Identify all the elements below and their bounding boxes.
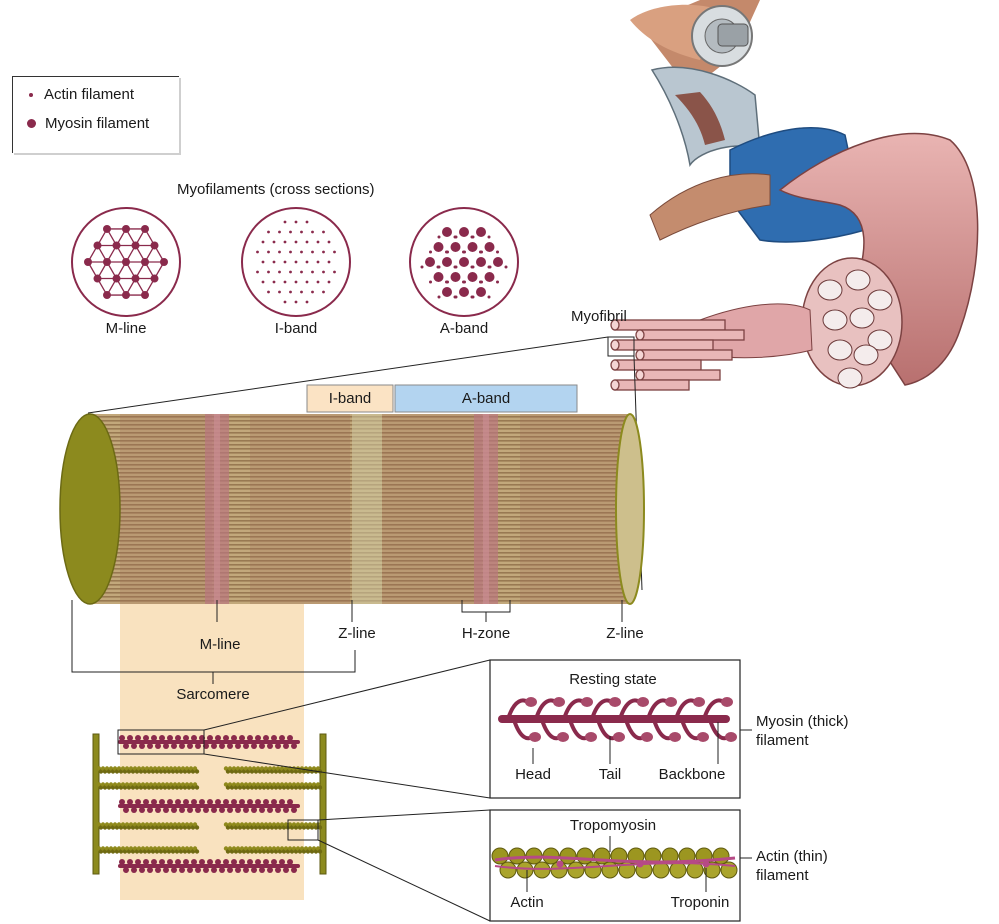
myosin-side-label-line1: Myosin (thick) — [756, 713, 849, 731]
h-zone-label: H-zone — [462, 625, 510, 643]
actin-side-label-line1: Actin (thin) — [756, 848, 828, 866]
myosin-label-backbone: Backbone — [659, 766, 726, 784]
actin-label-actin: Actin — [510, 894, 543, 912]
cross-section-a-band — [410, 208, 518, 316]
band-box-a-band: A-band — [462, 390, 510, 408]
actin-dot-icon — [29, 93, 33, 97]
cross-section-label-a-band: A-band — [440, 320, 488, 338]
actin-side-label-line2: filament — [756, 867, 809, 885]
cross-section-i-band — [242, 208, 350, 316]
myosin-inset-title: Resting state — [569, 671, 657, 689]
actin-label-troponin: Troponin — [671, 894, 730, 912]
cross-section-label-i-band: I-band — [275, 320, 318, 338]
arm-illustration — [611, 0, 978, 390]
sarcomere-label: Sarcomere — [176, 686, 249, 704]
m-line-label: M-line — [200, 636, 241, 654]
actin-inset-title: Tropomyosin — [570, 817, 656, 835]
myosin-side-label-line2: filament — [756, 732, 809, 750]
legend-label-myosin: Myosin filament — [45, 115, 149, 132]
myofibril-end-cap — [60, 414, 120, 604]
cross-section-m-line — [72, 208, 180, 316]
legend: Actin filament Myosin filament — [12, 76, 179, 153]
z-line-label-left: Z-line — [338, 625, 376, 643]
legend-item-myosin: Myosin filament — [27, 115, 149, 132]
z-line-label-right: Z-line — [606, 625, 644, 643]
myosin-label-head: Head — [515, 766, 551, 784]
myofibril-label: Myofibril — [571, 308, 627, 326]
legend-item-actin: Actin filament — [27, 86, 134, 103]
legend-label-actin: Actin filament — [44, 86, 134, 103]
band-box-i-band: I-band — [329, 390, 372, 408]
cross-sections-title: Myofilaments (cross sections) — [177, 181, 375, 199]
myosin-dot-icon — [27, 119, 36, 128]
myosin-label-tail: Tail — [599, 766, 622, 784]
myofibril-cylinder — [60, 414, 644, 604]
cross-section-label-m-line: M-line — [106, 320, 147, 338]
